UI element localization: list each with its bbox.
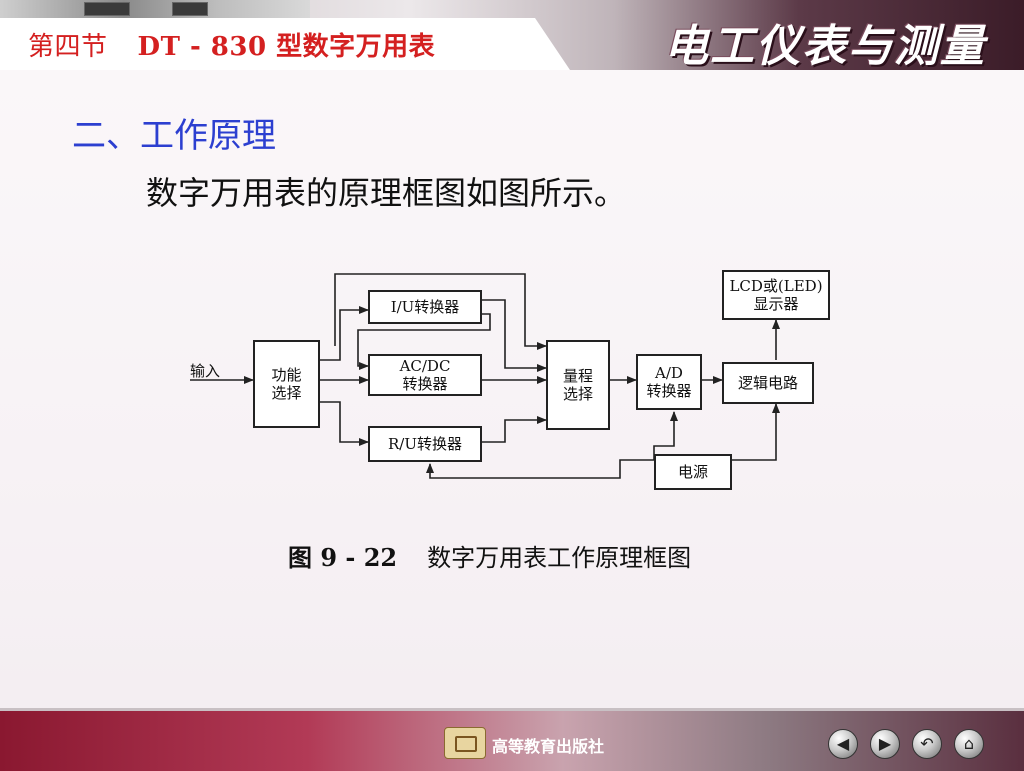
logic-circuit-block: 逻辑电路: [722, 362, 814, 404]
diagram-connectors: [190, 273, 780, 479]
iu-converter-label: I/U转换器: [390, 298, 460, 316]
slide-footer: 高等教育出版社 ◀ ▶ ↶ ⌂: [0, 708, 1024, 771]
block-diagram: 输入 功能 选择 I/U转换器 AC/DC 转换器 R/U转换器 量程 选择 A…: [180, 262, 840, 500]
arrow-function-to-ru: [320, 401, 369, 446]
header-instrument-strip: [0, 0, 310, 18]
return-icon: ↶: [920, 734, 934, 753]
ru-converter-label: R/U转换器: [388, 435, 462, 453]
display-label-line1: LCD或(LED): [729, 277, 823, 295]
section-heading: 二、工作原理: [72, 116, 276, 156]
arrow-iu-to-acdc: [357, 313, 491, 370]
iu-converter-block: I/U转换器: [368, 290, 482, 324]
header-title-tab: [0, 18, 570, 70]
arrow-power-to-ru: [426, 459, 654, 479]
arrow-bypass-to-range: [334, 273, 547, 350]
function-select-block: 功能 选择: [253, 340, 320, 428]
lesson-title-line: 第四节 DT - 830 型数字万用表: [28, 26, 435, 63]
instrument-display-decoration: [172, 2, 208, 16]
acdc-converter-label-line2: 转换器: [402, 375, 448, 393]
power-label: 电源: [677, 463, 708, 481]
acdc-converter-block: AC/DC 转换器: [368, 354, 482, 396]
arrow-right-icon: ▶: [878, 734, 892, 753]
function-select-label-line1: 功能: [271, 366, 302, 384]
figure-caption: 图 9 - 22 数字万用表工作原理框图: [288, 538, 691, 573]
return-button[interactable]: ↶: [912, 729, 942, 759]
arrow-power-to-ad: [653, 411, 678, 460]
ad-converter-label-line1: A/D: [655, 364, 683, 382]
arrow-ru-to-range: [482, 416, 547, 443]
course-title: 电工仪表与测量: [664, 21, 986, 70]
lesson-title: DT - 830 型数字万用表: [137, 32, 436, 62]
home-icon: ⌂: [963, 734, 975, 753]
input-label: 输入: [190, 362, 221, 380]
range-select-label-line2: 选择: [562, 385, 593, 403]
arrow-left-icon: ◀: [836, 734, 850, 753]
arrow-iu-to-range: [482, 299, 547, 372]
ru-converter-block: R/U转换器: [368, 426, 482, 462]
section-label: 第四节: [28, 32, 108, 62]
next-slide-button[interactable]: ▶: [870, 729, 900, 759]
range-select-block: 量程 选择: [546, 340, 610, 430]
power-block: 电源: [654, 454, 732, 490]
previous-slide-button[interactable]: ◀: [828, 729, 858, 759]
slide-header: 第四节 DT - 830 型数字万用表 电工仪表与测量: [0, 0, 1024, 70]
range-select-label-line1: 量程: [562, 367, 593, 385]
acdc-converter-label-line1: AC/DC: [399, 357, 451, 375]
figure-title: 数字万用表工作原理框图: [427, 544, 692, 572]
arrow-power-to-logic: [732, 403, 780, 461]
arrow-function-to-iu: [320, 306, 369, 361]
publisher-logo-icon: [444, 727, 486, 759]
display-label-line2: 显示器: [753, 295, 799, 313]
logic-circuit-label: 逻辑电路: [737, 374, 798, 392]
ad-converter-label-line2: 转换器: [646, 382, 692, 400]
instrument-display-decoration: [84, 2, 130, 16]
function-select-label-line2: 选择: [271, 384, 302, 402]
intro-text: 数字万用表的原理框图如图所示。: [146, 174, 627, 212]
home-button[interactable]: ⌂: [954, 729, 984, 759]
publisher-name: 高等教育出版社: [492, 737, 605, 756]
figure-number: 图 9 - 22: [288, 543, 398, 572]
ad-converter-block: A/D 转换器: [636, 354, 702, 410]
display-block: LCD或(LED) 显示器: [722, 270, 830, 320]
